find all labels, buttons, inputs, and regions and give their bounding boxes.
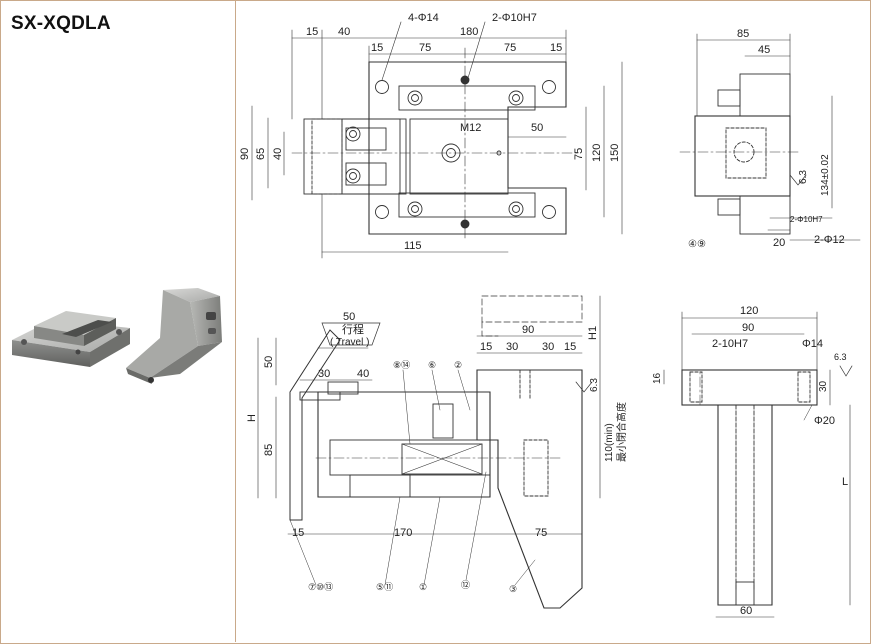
travel-label: 行程	[342, 323, 364, 336]
product-photo	[12, 288, 222, 384]
dim-top-75v: 75	[573, 148, 585, 160]
dim-front-40: 40	[357, 368, 369, 380]
dim-bottom-l: L	[842, 476, 848, 488]
part-ref-12: ⑫	[461, 580, 470, 590]
side-view-top	[679, 33, 861, 241]
dim-front-30b: 30	[542, 341, 554, 353]
dim-front-15c: 15	[292, 527, 304, 539]
dim-side-134: 134±0.02	[820, 154, 831, 196]
dim-top-180: 180	[460, 26, 478, 38]
callout-side-2-phi10h7: 2-Φ10H7	[790, 215, 823, 224]
dim-top-15a: 15	[306, 26, 318, 38]
model-title: SX-XQDLA	[11, 13, 111, 34]
dim-front-170: 170	[394, 527, 412, 539]
callout-4-phi14: 4-Φ14	[408, 12, 439, 24]
callout-side-2-phi12: 2-Φ12	[814, 234, 845, 246]
top-view	[251, 21, 623, 259]
dim-front-90: 90	[522, 324, 534, 336]
technical-drawing: 15 40 180 15 75 75 15 50 90 65 40 75 120…	[239, 12, 861, 618]
dim-top-15c: 15	[550, 42, 562, 54]
dim-top-40v: 40	[272, 148, 284, 160]
dim-front-50: 50	[343, 311, 355, 323]
dim-top-150: 150	[609, 144, 621, 162]
dim-front-50v: 50	[263, 356, 275, 368]
callout-front-roughness: 6.3	[589, 378, 600, 392]
dim-front-15b: 15	[564, 341, 576, 353]
dim-side-85: 85	[737, 28, 749, 40]
dim-top-75a: 75	[419, 42, 431, 54]
dim-top-90: 90	[239, 148, 251, 160]
dim-top-15b: 15	[371, 42, 383, 54]
dim-top-50: 50	[531, 122, 543, 134]
part-ref-5-11: ⑤⑪	[376, 582, 393, 592]
part-ref-8-14: ⑧⑭	[393, 360, 410, 370]
dim-bottom-120: 120	[740, 305, 758, 317]
dim-front-h1: H1	[587, 326, 599, 340]
dim-side-20: 20	[773, 237, 785, 249]
part-ref-1: ①	[419, 582, 427, 592]
dim-top-65: 65	[255, 148, 267, 160]
dim-front-30a: 30	[506, 341, 518, 353]
callout-bottom-phi20: Φ20	[814, 415, 835, 427]
panel-divider	[235, 0, 236, 642]
part-ref-7-10-13: ⑦⑩⑬	[308, 582, 333, 592]
dim-side-45: 45	[758, 44, 770, 56]
dim-top-115: 115	[404, 240, 422, 252]
min-height-label: 最小閉合高度	[615, 402, 628, 462]
callout-2-phi10h7: 2-Φ10H7	[492, 12, 537, 24]
callout-bottom-roughness: 6.3	[834, 352, 847, 362]
side-view-bottom	[663, 311, 853, 618]
travel-label-en: ( Travel )	[330, 337, 369, 348]
dim-top-40: 40	[338, 26, 350, 38]
callout-bottom-phi14: Φ14	[802, 338, 823, 350]
dim-bottom-16: 16	[652, 372, 663, 384]
callout-bottom-2-10h7: 2-10H7	[712, 338, 748, 350]
part-ref-3: ③	[509, 584, 517, 594]
dim-top-120: 120	[591, 144, 603, 162]
dim-front-15a: 15	[480, 341, 492, 353]
min-height: 110(min)	[604, 423, 615, 462]
callout-m12: M12	[460, 122, 481, 134]
dim-front-75: 75	[535, 527, 547, 539]
part-ref-2: ②	[454, 360, 462, 370]
part-ref-4-9: ④⑨	[688, 239, 706, 250]
dim-front-85v: 85	[263, 444, 275, 456]
front-view	[257, 295, 601, 609]
dim-bottom-60: 60	[740, 605, 752, 617]
callout-side-roughness: 6.3	[798, 170, 809, 184]
dim-front-30c: 30	[318, 368, 330, 380]
dim-front-h: H	[246, 414, 258, 422]
part-ref-6: ⑥	[428, 360, 436, 370]
dim-top-75b: 75	[504, 42, 516, 54]
dim-bottom-30: 30	[818, 380, 829, 392]
dim-bottom-90: 90	[742, 322, 754, 334]
